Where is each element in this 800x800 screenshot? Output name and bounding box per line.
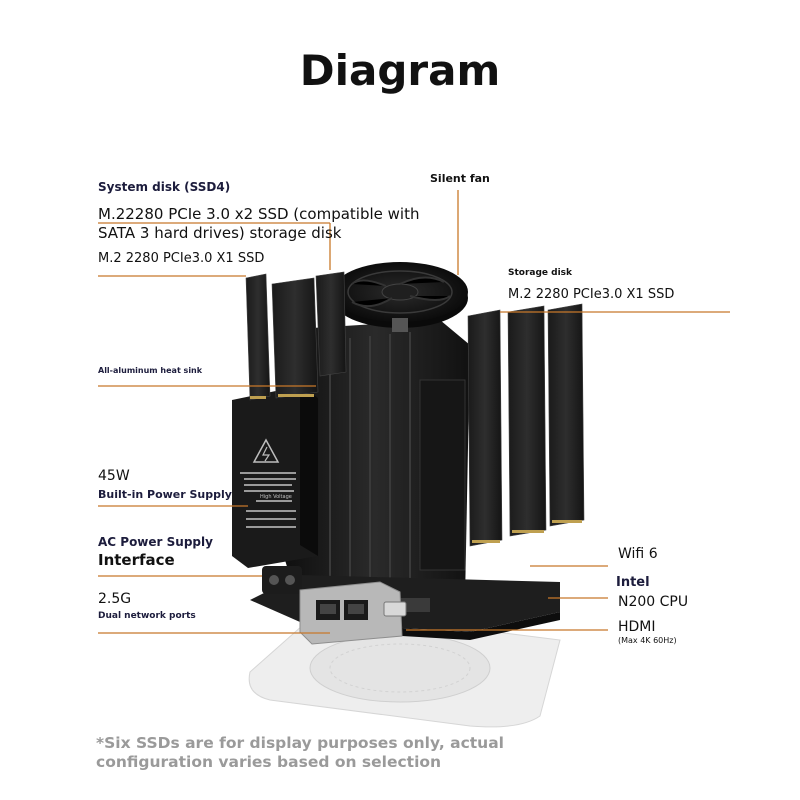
ac-socket [262, 566, 302, 594]
footnote: *Six SSDs are for display purposes only,… [96, 734, 504, 772]
power-supply-label: Built-in Power Supply [98, 488, 232, 501]
system-disk-heading: System disk (SSD4) [98, 180, 231, 194]
leader-lines [98, 190, 730, 634]
io-ports [299, 581, 407, 645]
silent-fan-label: Silent fan [430, 172, 490, 185]
page-title: Diagram [299, 46, 501, 95]
m2-left-label: M.2 2280 PCIe3.0 X1 SSD [98, 251, 265, 266]
cpu-label: N200 CPU [618, 594, 689, 610]
system-disk-line2: SATA 3 hard drives) storage disk [98, 224, 342, 242]
power-supply-block: High Voltage [232, 386, 318, 568]
silent-fan [332, 262, 468, 332]
wifi-label: Wifi 6 [618, 546, 658, 562]
heat-sink-body [280, 320, 470, 610]
system-disk-line1: M.22280 PCIe 3.0 x2 SSD (compatible with [98, 205, 420, 223]
network-ports-label: Dual network ports [98, 611, 196, 621]
ac-line1-label: AC Power Supply [98, 535, 213, 549]
heat-sink-label: All-aluminum heat sink [98, 366, 203, 375]
psu-text: High Voltage [260, 494, 292, 500]
network-speed-label: 2.5G [98, 591, 132, 607]
ac-line2-label: Interface [98, 551, 175, 569]
hdmi-note-label: (Max 4K 60Hz) [618, 636, 677, 645]
right-ssds [467, 303, 585, 547]
intel-label: Intel [616, 575, 650, 590]
footnote-line1: *Six SSDs are for display purposes only,… [96, 734, 504, 752]
footnote-line2: configuration varies based on selection [96, 753, 442, 771]
storage-disk-label: Storage disk [508, 268, 573, 278]
hdmi-label: HDMI [618, 619, 656, 635]
m2-right-label: M.2 2280 PCIe3.0 X1 SSD [508, 287, 675, 302]
power-watt-label: 45W [98, 468, 130, 484]
left-ssds [245, 271, 347, 401]
